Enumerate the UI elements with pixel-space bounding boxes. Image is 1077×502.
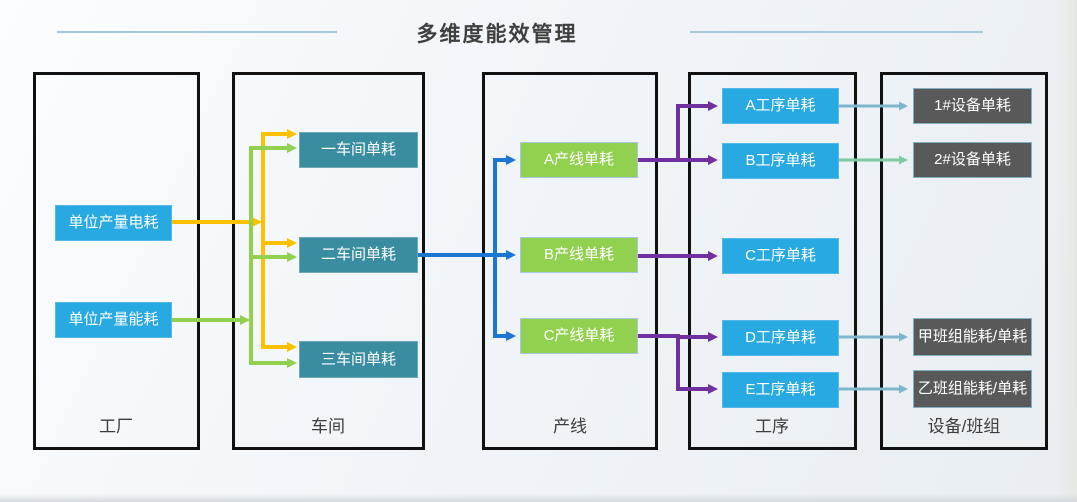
column-process [688, 72, 857, 450]
node-team-jia: 甲班组能耗/单耗 [913, 318, 1032, 356]
column-label-device: 设备/班组 [927, 417, 1001, 436]
node-workshop-2: 二车间单耗 [299, 237, 418, 273]
node-process-b: B工序单耗 [722, 143, 839, 179]
column-label-factory: 工厂 [99, 417, 133, 436]
column-label-workshop: 车间 [311, 417, 345, 436]
column-label-process: 工序 [755, 417, 789, 436]
column-factory [33, 72, 200, 450]
node-line-b: B产线单耗 [520, 237, 638, 273]
node-unit-output-electricity: 单位产量电耗 [55, 205, 172, 241]
node-team-yi: 乙班组能耗/单耗 [913, 370, 1032, 408]
column-workshop [232, 72, 425, 450]
node-workshop-1: 一车间单耗 [299, 132, 418, 168]
node-unit-output-energy: 单位产量能耗 [55, 302, 172, 338]
page-title: 多维度能效管理 [416, 23, 578, 46]
node-process-c: C工序单耗 [722, 238, 839, 274]
node-workshop-3: 三车间单耗 [299, 341, 418, 378]
bottom-edge-shade [0, 494, 1077, 502]
node-line-a: A产线单耗 [520, 142, 638, 178]
node-line-c: C产线单耗 [520, 318, 638, 354]
node-device-2: 2#设备单耗 [913, 142, 1032, 178]
node-process-d: D工序单耗 [722, 320, 839, 356]
column-device [880, 72, 1048, 450]
column-prodline [482, 72, 658, 450]
title-decor-line-left [57, 31, 337, 33]
right-edge-shade [1055, 0, 1077, 502]
node-process-e: E工序单耗 [722, 372, 839, 408]
node-process-a: A工序单耗 [722, 88, 839, 124]
node-device-1: 1#设备单耗 [913, 88, 1032, 124]
title-decor-line-right [690, 31, 983, 33]
column-label-prodline: 产线 [553, 417, 587, 436]
